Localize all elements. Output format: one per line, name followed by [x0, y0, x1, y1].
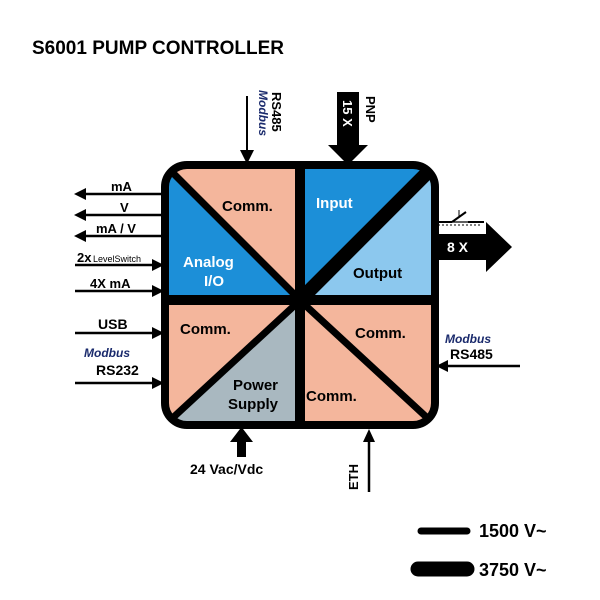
analog-label-line1: Analog: [183, 254, 234, 271]
controller-box: [161, 161, 439, 429]
comm-right-label: Comm.: [355, 325, 406, 342]
analog-label-line2: I/O: [204, 273, 224, 290]
page-title: S6001 PUMP CONTROLLER: [32, 38, 284, 59]
power-label-line2: Supply: [228, 396, 279, 413]
eth-input: ETH: [346, 429, 375, 492]
input-label: Input: [316, 195, 353, 212]
top-pnp-input: 15 X PNP: [328, 92, 378, 165]
v-output-label: V: [120, 200, 129, 215]
isolation-1500-label: 1500 V~: [479, 521, 547, 541]
isolation-legend: 1500 V~ 3750 V~: [410, 521, 547, 580]
usb-label: USB: [98, 316, 128, 332]
top-modbus-rs485-input: Modbus RS485: [240, 90, 284, 164]
left-modbus-label: Modbus: [84, 346, 130, 360]
four-ma-input-label: 4X mA: [90, 276, 131, 291]
power-label-line1: Power: [233, 377, 278, 394]
output-count-label: 8 X: [447, 239, 469, 255]
top-modbus-label: Modbus: [256, 90, 270, 136]
pnp-label: PNP: [363, 96, 378, 123]
power-input-label: 24 Vac/Vdc: [190, 461, 263, 477]
left-analog-inputs: 2x LevelSwitch 4X mA: [75, 250, 164, 297]
right-rs485-label: RS485: [450, 346, 493, 362]
ma-v-output-label: mA / V: [96, 221, 136, 236]
right-modbus-rs485-input: Modbus RS485: [436, 332, 520, 372]
relay-switch-icon: [433, 210, 484, 226]
power-input: 24 Vac/Vdc: [190, 427, 263, 477]
right-output: 8 X: [433, 210, 512, 272]
comm-left-label: Comm.: [180, 321, 231, 338]
eth-label: ETH: [346, 464, 361, 490]
output-label: Output: [353, 265, 402, 282]
levelswitch-count-label: 2x: [77, 250, 92, 265]
comm-bottom-label: Comm.: [306, 388, 357, 405]
left-analog-outputs: mA V mA / V: [74, 179, 162, 242]
pnp-count-label: 15 X: [340, 100, 355, 127]
ma-output-label: mA: [111, 179, 133, 194]
rs232-label: RS232: [96, 362, 139, 378]
left-comm-inputs: USB Modbus RS232: [75, 316, 164, 389]
top-rs485-label: RS485: [269, 92, 284, 132]
comm-top-label: Comm.: [222, 198, 273, 215]
isolation-3750-label: 3750 V~: [479, 560, 547, 580]
levelswitch-label: LevelSwitch: [93, 254, 141, 264]
right-modbus-label: Modbus: [445, 332, 491, 346]
